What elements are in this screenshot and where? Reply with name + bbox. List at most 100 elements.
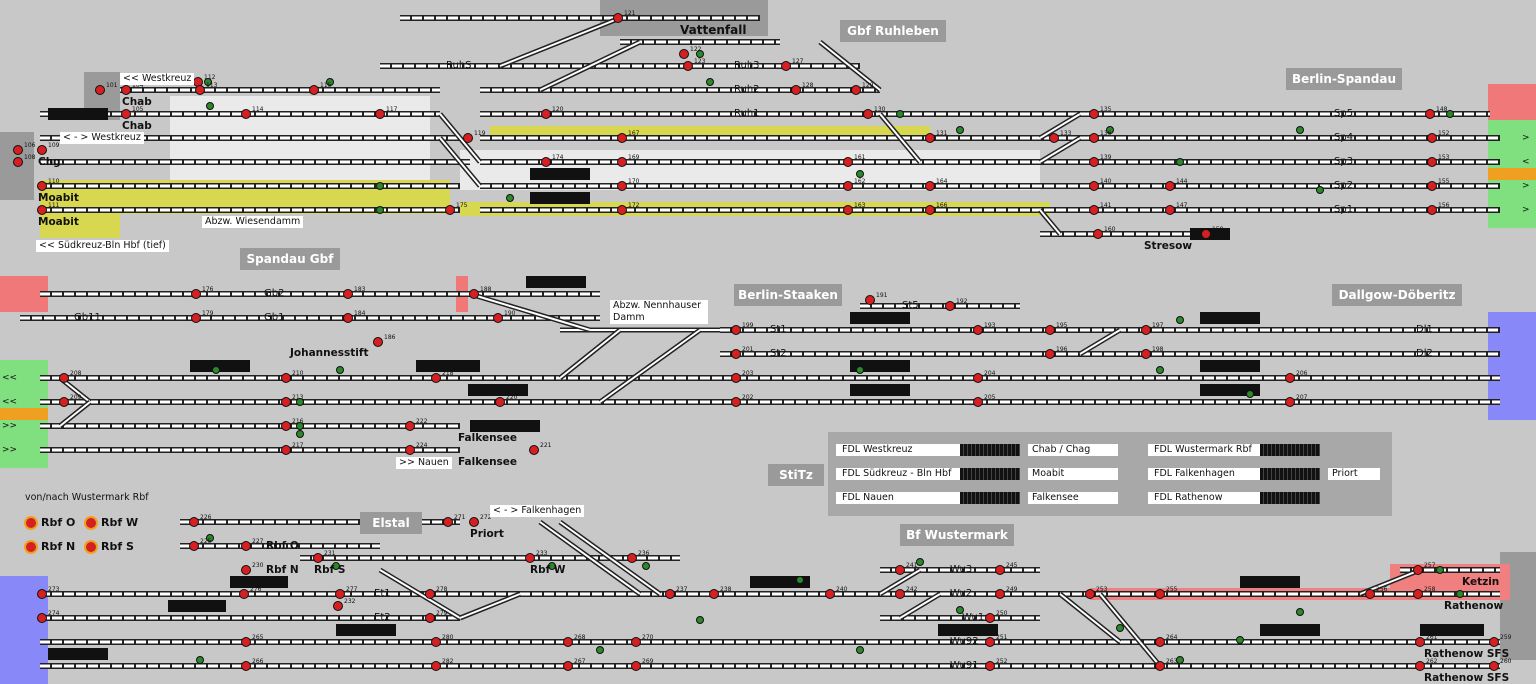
signal-icon[interactable] xyxy=(1093,229,1103,239)
signal-icon[interactable] xyxy=(191,313,201,323)
signal-icon[interactable] xyxy=(431,637,441,647)
switch-track[interactable] xyxy=(1059,593,1121,643)
edge-arrow-2[interactable]: << xyxy=(2,397,18,407)
signal-icon[interactable] xyxy=(856,170,864,178)
rbf-key-w[interactable]: Rbf W xyxy=(84,516,138,530)
switch-track[interactable] xyxy=(459,593,521,619)
signal-icon[interactable] xyxy=(925,205,935,215)
signal-icon[interactable] xyxy=(796,576,804,584)
signal-icon[interactable] xyxy=(985,637,995,647)
signal-icon[interactable] xyxy=(1246,390,1254,398)
signal-icon[interactable] xyxy=(281,445,291,455)
signal-icon[interactable] xyxy=(333,601,343,611)
block-display-icon[interactable] xyxy=(1200,384,1260,396)
signal-icon[interactable] xyxy=(1089,109,1099,119)
signal-icon[interactable] xyxy=(469,289,479,299)
signal-icon[interactable] xyxy=(239,589,249,599)
switch-track[interactable] xyxy=(1079,329,1121,355)
block-display-icon[interactable] xyxy=(850,312,910,324)
block-display-icon[interactable] xyxy=(470,420,540,432)
signal-icon[interactable] xyxy=(469,517,479,527)
signal-icon[interactable] xyxy=(343,289,353,299)
edge-arrow-6[interactable]: > xyxy=(1522,205,1530,215)
switch-track[interactable] xyxy=(379,569,461,619)
signal-icon[interactable] xyxy=(1089,205,1099,215)
switch-track[interactable] xyxy=(879,569,921,595)
switch-track[interactable] xyxy=(599,329,701,403)
signal-icon[interactable] xyxy=(495,397,505,407)
signal-icon[interactable] xyxy=(1415,661,1425,671)
signal-icon[interactable] xyxy=(463,133,473,143)
signal-icon[interactable] xyxy=(425,613,435,623)
block-display-icon[interactable] xyxy=(530,168,590,180)
signal-icon[interactable] xyxy=(956,606,964,614)
station-dallgow-doeberitz[interactable]: Dallgow-Döberitz xyxy=(1332,284,1462,306)
signal-icon[interactable] xyxy=(375,109,385,119)
switch-track[interactable] xyxy=(59,401,91,427)
signal-icon[interactable] xyxy=(563,661,573,671)
rbf-key-o[interactable]: Rbf O xyxy=(24,516,75,530)
signal-icon[interactable] xyxy=(896,110,904,118)
signal-icon[interactable] xyxy=(973,373,983,383)
switch-track[interactable] xyxy=(559,329,621,379)
switch-track[interactable] xyxy=(899,593,941,619)
signal-icon[interactable] xyxy=(241,637,251,647)
signal-icon[interactable] xyxy=(895,589,905,599)
switch-track[interactable] xyxy=(879,113,921,163)
switch-track[interactable] xyxy=(1039,113,1081,139)
block-display-icon[interactable] xyxy=(48,648,108,660)
signal-icon[interactable] xyxy=(541,157,551,167)
signal-icon[interactable] xyxy=(296,430,304,438)
signal-icon[interactable] xyxy=(731,373,741,383)
block-display-icon[interactable] xyxy=(850,360,910,372)
signal-icon[interactable] xyxy=(945,301,955,311)
signal-icon[interactable] xyxy=(1089,181,1099,191)
signal-icon[interactable] xyxy=(843,157,853,167)
edge-arrow-1[interactable]: << xyxy=(2,373,18,383)
signal-icon[interactable] xyxy=(856,646,864,654)
signal-icon[interactable] xyxy=(895,565,905,575)
signal-icon[interactable] xyxy=(1489,661,1499,671)
signal-icon[interactable] xyxy=(563,637,573,647)
signal-icon[interactable] xyxy=(1165,181,1175,191)
signal-icon[interactable] xyxy=(1436,566,1444,574)
signal-icon[interactable] xyxy=(343,313,353,323)
signal-icon[interactable] xyxy=(1427,205,1437,215)
signal-icon[interactable] xyxy=(1085,589,1095,599)
signal-icon[interactable] xyxy=(1285,397,1295,407)
signal-icon[interactable] xyxy=(956,126,964,134)
signal-icon[interactable] xyxy=(541,109,551,119)
block-display-icon[interactable] xyxy=(416,360,480,372)
signal-icon[interactable] xyxy=(1365,589,1375,599)
signal-icon[interactable] xyxy=(709,589,719,599)
block-display-icon[interactable] xyxy=(1260,624,1320,636)
signal-icon[interactable] xyxy=(696,50,704,58)
signal-icon[interactable] xyxy=(59,373,69,383)
signal-icon[interactable] xyxy=(195,85,205,95)
signal-icon[interactable] xyxy=(843,181,853,191)
signal-icon[interactable] xyxy=(1141,325,1151,335)
fdl-display-rathenow[interactable] xyxy=(1260,492,1320,504)
signal-icon[interactable] xyxy=(856,366,864,374)
signal-icon[interactable] xyxy=(1089,133,1099,143)
signal-icon[interactable] xyxy=(525,553,535,563)
signal-icon[interactable] xyxy=(1425,109,1435,119)
fdl-display-wustermark[interactable] xyxy=(1260,444,1320,456)
signal-icon[interactable] xyxy=(1155,661,1165,671)
signal-icon[interactable] xyxy=(37,589,47,599)
signal-icon[interactable] xyxy=(985,661,995,671)
block-display-icon[interactable] xyxy=(530,192,590,204)
signal-icon[interactable] xyxy=(791,85,801,95)
station-spandau-gbf[interactable]: Spandau Gbf xyxy=(240,248,340,270)
signal-icon[interactable] xyxy=(865,295,875,305)
block-display-icon[interactable] xyxy=(1240,576,1300,588)
block-display-icon[interactable] xyxy=(1200,360,1260,372)
signal-icon[interactable] xyxy=(1176,656,1184,664)
signal-icon[interactable] xyxy=(1176,158,1184,166)
signal-icon[interactable] xyxy=(296,398,304,406)
signal-icon[interactable] xyxy=(1296,608,1304,616)
signal-icon[interactable] xyxy=(825,589,835,599)
signal-icon[interactable] xyxy=(1427,133,1437,143)
signal-icon[interactable] xyxy=(706,78,714,86)
signal-icon[interactable] xyxy=(1176,316,1184,324)
